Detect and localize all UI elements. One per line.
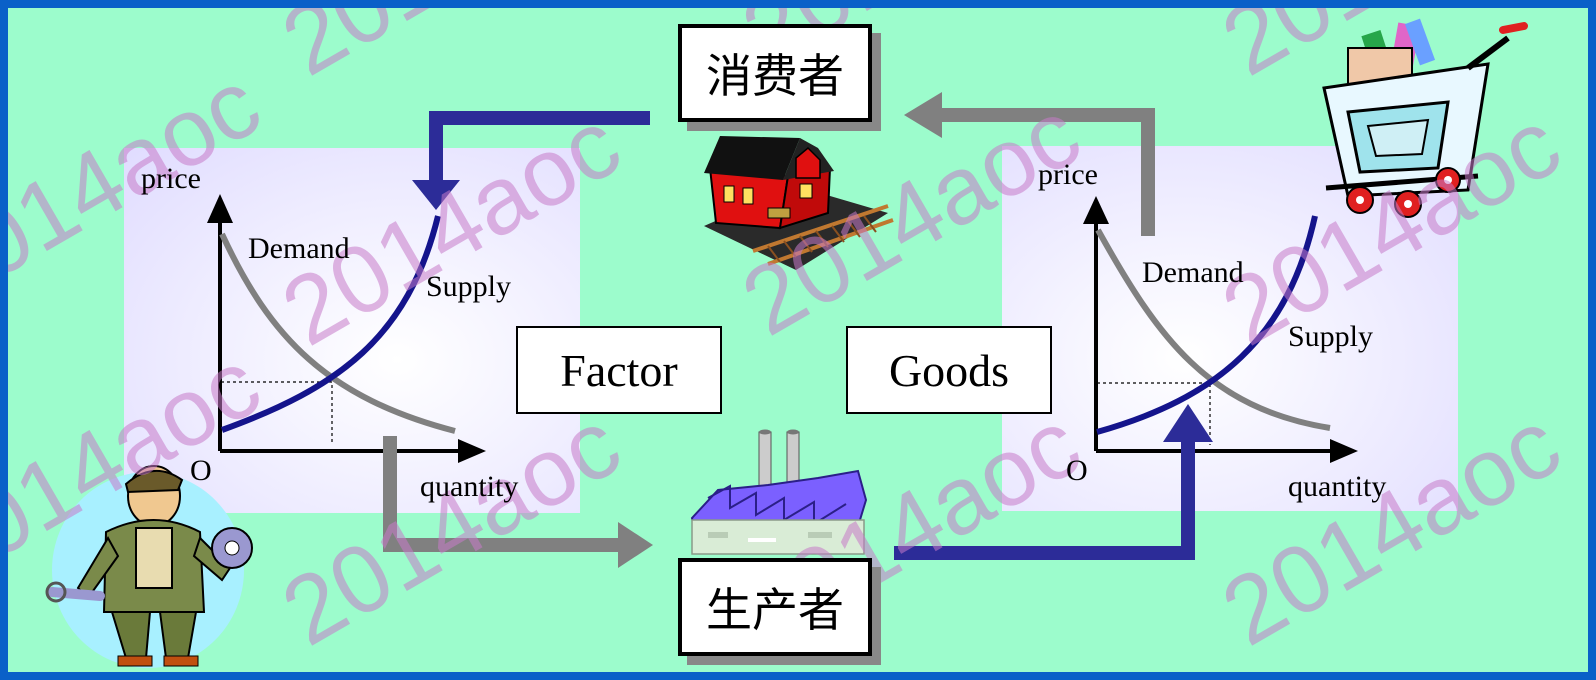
left-y-axis-arrow xyxy=(207,194,233,223)
watermark-text: 2014aoc xyxy=(265,89,637,366)
right-equilibrium-guide xyxy=(1097,382,1211,445)
right-graph xyxy=(1083,196,1358,463)
flow-consumer-to-factor xyxy=(412,111,650,210)
right-demand-label: Demand xyxy=(1142,256,1244,289)
left-demand-curve xyxy=(219,232,456,434)
shopping-cart-clipart-icon xyxy=(1322,18,1528,218)
flow-goods-to-consumer xyxy=(904,92,1155,236)
consumer-box: 消费者 xyxy=(678,24,872,122)
right-origin-label: O xyxy=(1066,454,1088,487)
left-origin-label: O xyxy=(190,454,212,487)
factory-clipart-icon xyxy=(690,429,868,555)
left-x-axis-label: quantity xyxy=(420,470,519,503)
producer-box: 生产者 xyxy=(678,558,872,656)
left-supply-curve xyxy=(220,215,441,433)
house-clipart-icon xyxy=(704,136,894,270)
flow-factor-to-producer xyxy=(383,436,653,568)
watermark-text: 2014aoc xyxy=(1205,389,1577,666)
left-y-axis-label: price xyxy=(141,162,201,195)
right-y-axis-label: price xyxy=(1038,158,1098,191)
diagram-canvas: 2014aoc 2014aoc 2014aoc 2014aoc 2014aoc … xyxy=(8,8,1588,672)
diagram-drawing: 2014aoc 2014aoc 2014aoc 2014aoc 2014aoc … xyxy=(8,8,1577,668)
flow-producer-to-goods xyxy=(894,404,1213,560)
left-graph xyxy=(207,194,486,463)
right-supply-curve xyxy=(1096,215,1318,435)
goods-market-box: Goods xyxy=(846,326,1052,414)
left-supply-label: Supply xyxy=(426,270,512,303)
right-supply-label: Supply xyxy=(1288,320,1374,353)
worker-clipart-icon xyxy=(45,465,253,668)
right-x-axis-label: quantity xyxy=(1288,470,1387,503)
right-y-axis-arrow xyxy=(1083,196,1109,224)
left-equilibrium-guide xyxy=(221,381,333,445)
watermark-text: 2014aoc xyxy=(265,8,637,96)
left-x-axis-arrow xyxy=(458,439,486,463)
right-x-axis-arrow xyxy=(1330,439,1358,463)
right-demand-curve xyxy=(1095,228,1331,431)
left-demand-label: Demand xyxy=(248,232,350,265)
factor-market-box: Factor xyxy=(516,326,722,414)
